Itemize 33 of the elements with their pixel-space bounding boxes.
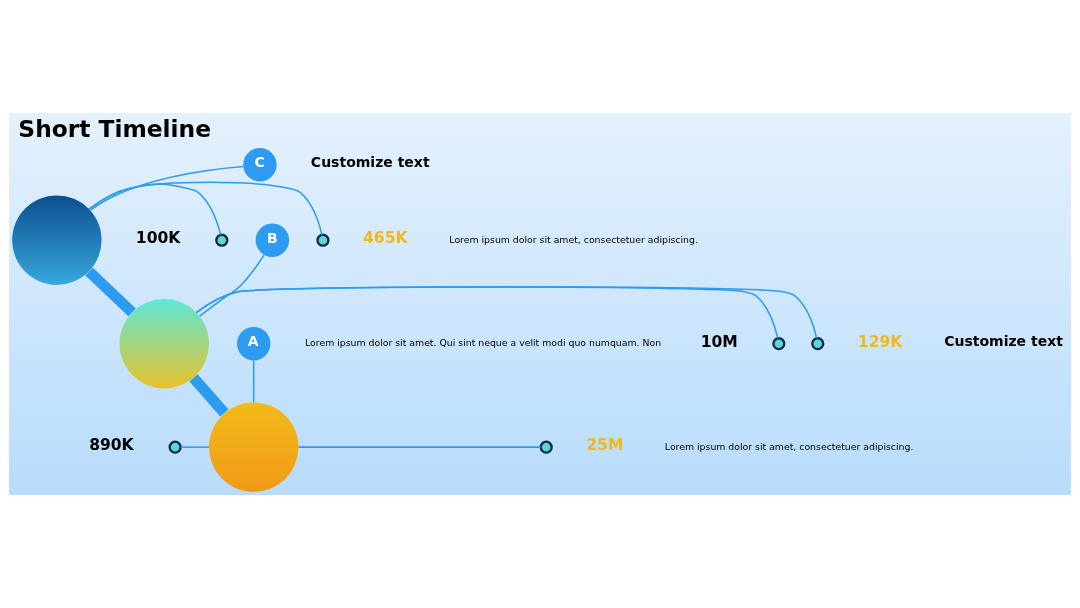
node-circle: A [236, 326, 271, 361]
node-circle [316, 233, 330, 247]
node-circle: C [243, 148, 277, 182]
connector [198, 254, 265, 317]
connector [88, 183, 222, 236]
connector [297, 446, 542, 448]
node-label: 25M [586, 436, 624, 455]
node-circle [168, 440, 182, 454]
node-circle [208, 402, 299, 492]
node-circle [215, 233, 229, 247]
label: Customize text [310, 154, 430, 171]
node-label: 100K [135, 229, 181, 248]
connector [179, 446, 210, 448]
node-circle [772, 337, 786, 351]
connector [189, 374, 229, 417]
diagram-title: Short Timeline [18, 115, 212, 144]
node-label: 10M [700, 332, 738, 351]
node-label: 129K [857, 332, 903, 351]
label: Lorem ipsum dolor sit amet, consectetuer adipiscing. [449, 233, 698, 245]
node-label: 890K [89, 436, 134, 455]
connector [252, 359, 255, 404]
node-circle [12, 195, 102, 285]
connector [85, 267, 136, 317]
node-circle: B [255, 223, 290, 257]
label: Customize text [944, 333, 1063, 350]
node-circle [539, 440, 553, 454]
node-circle [119, 298, 209, 389]
connector [89, 165, 244, 211]
label: Lorem ipsum dolor sit amet. Qui sint neque a velit modi quo numquam. Non [305, 337, 662, 349]
node-circle [811, 337, 825, 351]
label: Lorem ipsum dolor sit amet, consectetuer adipiscing. [664, 440, 914, 452]
node-label: 465K [363, 229, 408, 248]
connector [88, 181, 323, 236]
